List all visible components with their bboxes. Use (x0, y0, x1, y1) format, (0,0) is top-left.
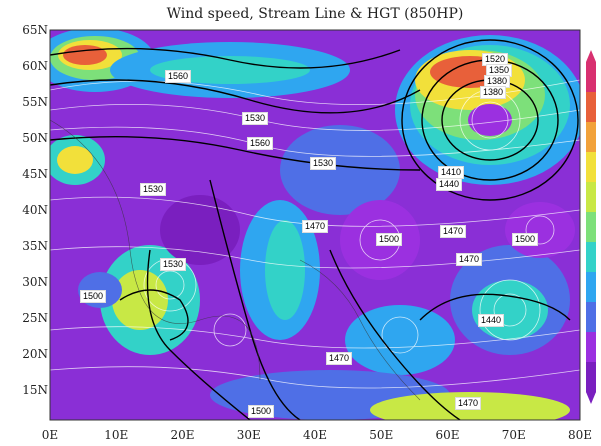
lon-tick-label: 0E (41, 428, 59, 442)
lat-tick-label: 20N (22, 347, 48, 361)
colorbar-segment (586, 182, 596, 213)
hgt-contour-label: 1470 (302, 220, 329, 233)
colorbar-segment (586, 242, 596, 273)
colorbar-segment (586, 152, 596, 183)
lat-tick-label: 60N (22, 59, 48, 73)
hgt-contour-label: 1440 (436, 178, 463, 191)
lat-tick-label: 30N (22, 275, 48, 289)
hgt-contour-label: 1470 (456, 253, 483, 266)
colorbar-min-arrow (586, 392, 596, 404)
lon-tick-label: 30E (236, 428, 261, 442)
hgt-contour-label: 1560 (247, 137, 274, 150)
lon-tick-label: 10E (104, 428, 129, 442)
lon-tick-label: 40E (302, 428, 328, 442)
colorbar (586, 50, 596, 404)
hgt-contour-label: 1560 (165, 70, 192, 83)
colorbar-segment (586, 362, 596, 393)
lon-tick-label: 70E (501, 428, 526, 442)
colorbar-segment (586, 122, 596, 153)
hgt-contour-label: 1500 (512, 233, 539, 246)
lon-tick-label: 60E (435, 428, 460, 442)
lat-tick-label: 15N (22, 383, 48, 397)
hgt-contour-label: 1380 (484, 75, 511, 88)
map-title: Wind speed, Stream Line & HGT (850HP) (166, 6, 464, 22)
hgt-contour-label: 1500 (376, 233, 403, 246)
hgt-contour-label: 1470 (455, 397, 482, 410)
colorbar-max-arrow (586, 50, 596, 62)
hgt-contour-label: 1470 (326, 352, 353, 365)
lat-tick-label: 40N (22, 203, 48, 217)
lat-tick-label: 25N (22, 311, 48, 325)
lat-tick-label: 35N (22, 239, 48, 253)
hgt-contour-label: 1530 (242, 112, 269, 125)
colorbar-segment (586, 332, 596, 363)
lon-tick-label: 20E (170, 428, 195, 442)
colorbar-segment (586, 302, 596, 333)
lat-tick-label: 55N (22, 95, 48, 109)
lon-tick-label: 80E (567, 428, 593, 442)
colorbar-segment (586, 272, 596, 303)
lat-tick-label: 50N (22, 131, 48, 145)
hgt-contour-label: 1440 (478, 314, 505, 327)
lat-tick-label: 45N (22, 167, 48, 181)
hgt-contour-label: 1500 (80, 290, 107, 303)
lon-tick-label: 50E (369, 428, 394, 442)
hgt-contour-label: 1500 (248, 405, 275, 418)
colorbar-segment (586, 92, 596, 123)
colorbar-segment (586, 62, 596, 93)
hgt-contour-label: 1530 (140, 183, 167, 196)
lat-tick-label: 65N (22, 23, 48, 37)
hgt-contour-label: 1530 (310, 157, 337, 170)
hgt-contour-label: 1470 (440, 225, 467, 238)
colorbar-segment (586, 212, 596, 243)
hgt-contour-label: 1530 (160, 258, 187, 271)
hgt-contour-label: 1380 (480, 86, 507, 99)
